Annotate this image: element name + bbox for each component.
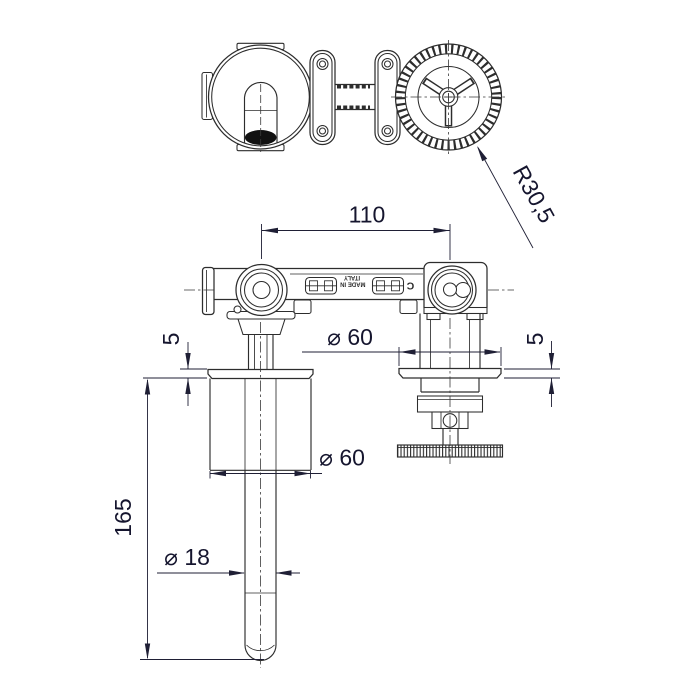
dim-165-label: 165	[110, 498, 136, 536]
dim-right-escutcheon-thickness: 5	[504, 333, 560, 407]
spout-top	[243, 81, 278, 152]
valve-boss	[427, 265, 477, 315]
mount-screw	[233, 305, 242, 314]
mounting-lug-left	[309, 49, 336, 146]
dim-left-escutcheon-diameter: ⌀ 60	[209, 445, 365, 479]
top-view	[201, 40, 506, 154]
lug-foot	[399, 299, 418, 315]
dim-handle-radius: R30,5	[477, 146, 560, 249]
spout-boss	[233, 263, 288, 317]
dim-110-label: 110	[349, 202, 386, 228]
faucet-body: MADE IN ITALY C	[201, 261, 488, 336]
body-slot-right	[371, 276, 405, 295]
marking-made-in: MADE IN	[340, 281, 365, 287]
lug-foot	[293, 299, 312, 315]
dim-spout-tube-diameter: ⌀ 18	[157, 544, 300, 576]
spout-opening	[244, 130, 277, 145]
body-slot-left	[304, 276, 338, 295]
made-in-italy-marking: MADE IN ITALY C	[338, 274, 414, 292]
spout-mount	[237, 318, 286, 336]
dim-dia18-label: ⌀ 18	[164, 544, 210, 570]
dim-dia60-right-label: ⌀ 60	[327, 324, 373, 350]
dim-left-escutcheon-thickness: 5	[143, 333, 207, 406]
dim-spout-length: 165	[110, 378, 264, 660]
dim-5-right-label: 5	[522, 333, 548, 346]
dim-right-escutcheon-diameter: ⌀ 60	[302, 324, 502, 366]
svg-text:MADE IN ITALY: MADE IN ITALY	[338, 274, 365, 287]
dimensions: 110 ⌀ 60 5 5	[110, 146, 560, 660]
dim-r305-label: R30,5	[508, 161, 560, 227]
front-view: MADE IN ITALY C	[184, 261, 514, 668]
handwheel-top	[391, 40, 506, 154]
marking-c-symbol: C	[406, 280, 414, 292]
left-escutcheon-flange	[207, 368, 314, 380]
mounting-lug-right	[374, 49, 401, 146]
body-left-cap	[201, 266, 215, 316]
dim-dia60-left-label: ⌀ 60	[319, 445, 365, 471]
dim-hole-spread: 110	[261, 202, 451, 260]
dim-5-left-label: 5	[158, 333, 184, 346]
marking-italy: ITALY	[344, 274, 360, 280]
